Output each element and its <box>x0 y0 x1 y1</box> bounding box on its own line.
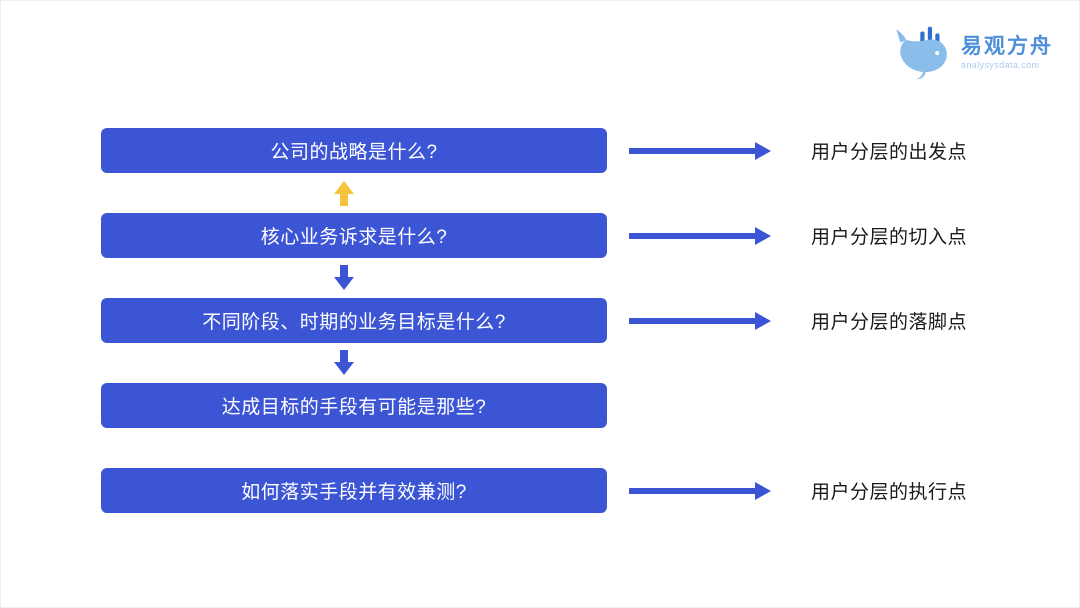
right-arrow-3 <box>629 312 771 330</box>
question-box-5-label: 如何落实手段并有效兼测? <box>241 482 467 503</box>
question-box-3-label: 不同阶段、时期的业务目标是什么? <box>202 312 506 333</box>
arrow-stem <box>629 318 755 324</box>
arrow-stem <box>629 488 755 494</box>
arrow-stem <box>340 265 348 277</box>
question-box-3: 不同阶段、时期的业务目标是什么? <box>101 298 607 343</box>
right-arrow-1 <box>629 142 771 160</box>
up-arrow-yellow-icon <box>334 181 354 206</box>
annotation-2: 用户分层的切入点 <box>811 227 968 248</box>
question-box-1: 公司的战略是什么? <box>101 128 607 173</box>
arrow-head-icon <box>755 142 771 160</box>
arrow-stem <box>340 194 348 206</box>
question-box-4-label: 达成目标的手段有可能是那些? <box>221 397 487 418</box>
annotation-4: 用户分层的执行点 <box>811 482 968 503</box>
brand-domain: analysysdata.com <box>961 60 1040 71</box>
question-box-1-label: 公司的战略是什么? <box>270 142 438 163</box>
arrow-head-icon <box>334 277 354 290</box>
arrow-head-icon <box>755 482 771 500</box>
question-box-4: 达成目标的手段有可能是那些? <box>101 383 607 428</box>
question-box-2: 核心业务诉求是什么? <box>101 213 607 258</box>
right-arrow-2 <box>629 227 771 245</box>
question-box-2-label: 核心业务诉求是什么? <box>260 227 448 248</box>
down-arrow-1-icon <box>334 265 354 290</box>
right-arrow-4 <box>629 482 771 500</box>
arrow-head-icon <box>334 362 354 375</box>
whale-chart-icon <box>895 26 947 80</box>
brand-name: 易观方舟 <box>961 35 1053 58</box>
down-arrow-2-icon <box>334 350 354 375</box>
arrow-head-icon <box>334 181 354 194</box>
brand-logo: 易观方舟 analysysdata.com <box>895 23 1053 83</box>
annotation-3: 用户分层的落脚点 <box>811 312 968 333</box>
brand-text: 易观方舟 analysysdata.com <box>961 35 1053 71</box>
arrow-stem <box>629 233 755 239</box>
arrow-stem <box>629 148 755 154</box>
annotation-1: 用户分层的出发点 <box>811 142 968 163</box>
arrow-stem <box>340 350 348 362</box>
question-box-5: 如何落实手段并有效兼测? <box>101 468 607 513</box>
arrow-head-icon <box>755 227 771 245</box>
arrow-head-icon <box>755 312 771 330</box>
